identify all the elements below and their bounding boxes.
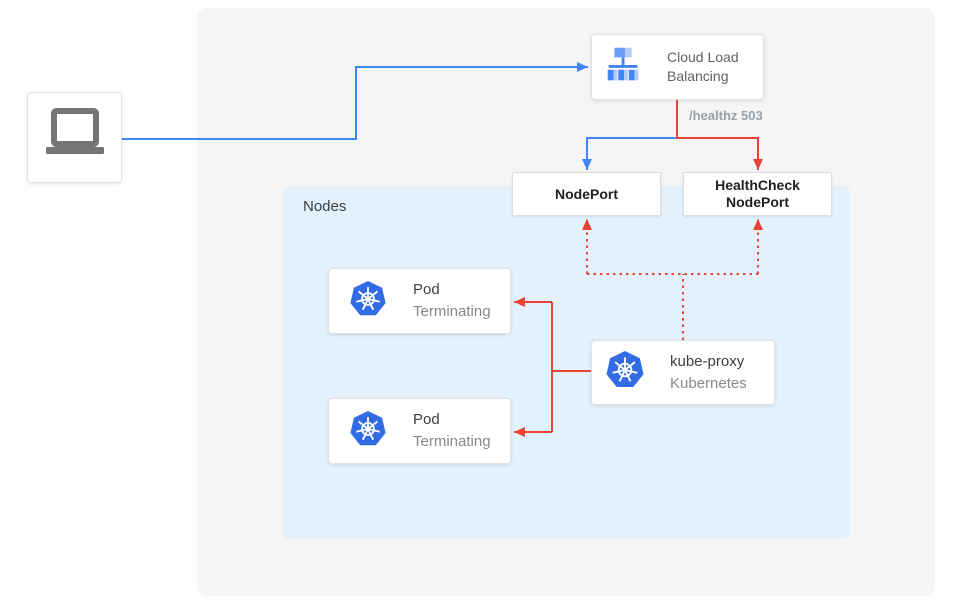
pod-1-title: Pod	[413, 281, 440, 298]
healthz-status-label: /healthz 503	[689, 108, 763, 123]
kubernetes-icon	[349, 410, 387, 453]
health-check-node-port-label: HealthCheck NodePort	[715, 177, 800, 210]
kube-proxy-node: kube-proxy Kubernetes	[591, 340, 775, 405]
node-port-box: NodePort	[512, 172, 661, 216]
pod-2-status: Terminating	[413, 433, 491, 450]
laptop-icon	[43, 108, 107, 167]
kubernetes-icon	[605, 350, 645, 395]
pod-1-status: Terminating	[413, 303, 491, 320]
kube-proxy-subtitle: Kubernetes	[670, 374, 747, 392]
cloud-load-balancing-label: Cloud Load Balancing	[667, 49, 739, 84]
nodes-group-label: Nodes	[303, 198, 347, 215]
client-node	[27, 92, 122, 183]
kubernetes-icon	[349, 280, 387, 323]
health-check-node-port-box: HealthCheck NodePort	[683, 172, 832, 216]
kube-proxy-title: kube-proxy	[670, 352, 745, 370]
pod-2-node: Pod Terminating	[328, 398, 511, 464]
cloud-load-balancing-node: Cloud Load Balancing	[591, 34, 764, 100]
node-port-label: NodePort	[555, 185, 618, 202]
pod-1-node: Pod Terminating	[328, 268, 511, 334]
pod-2-title: Pod	[413, 411, 440, 428]
cloud-load-balancing-icon	[601, 42, 647, 93]
